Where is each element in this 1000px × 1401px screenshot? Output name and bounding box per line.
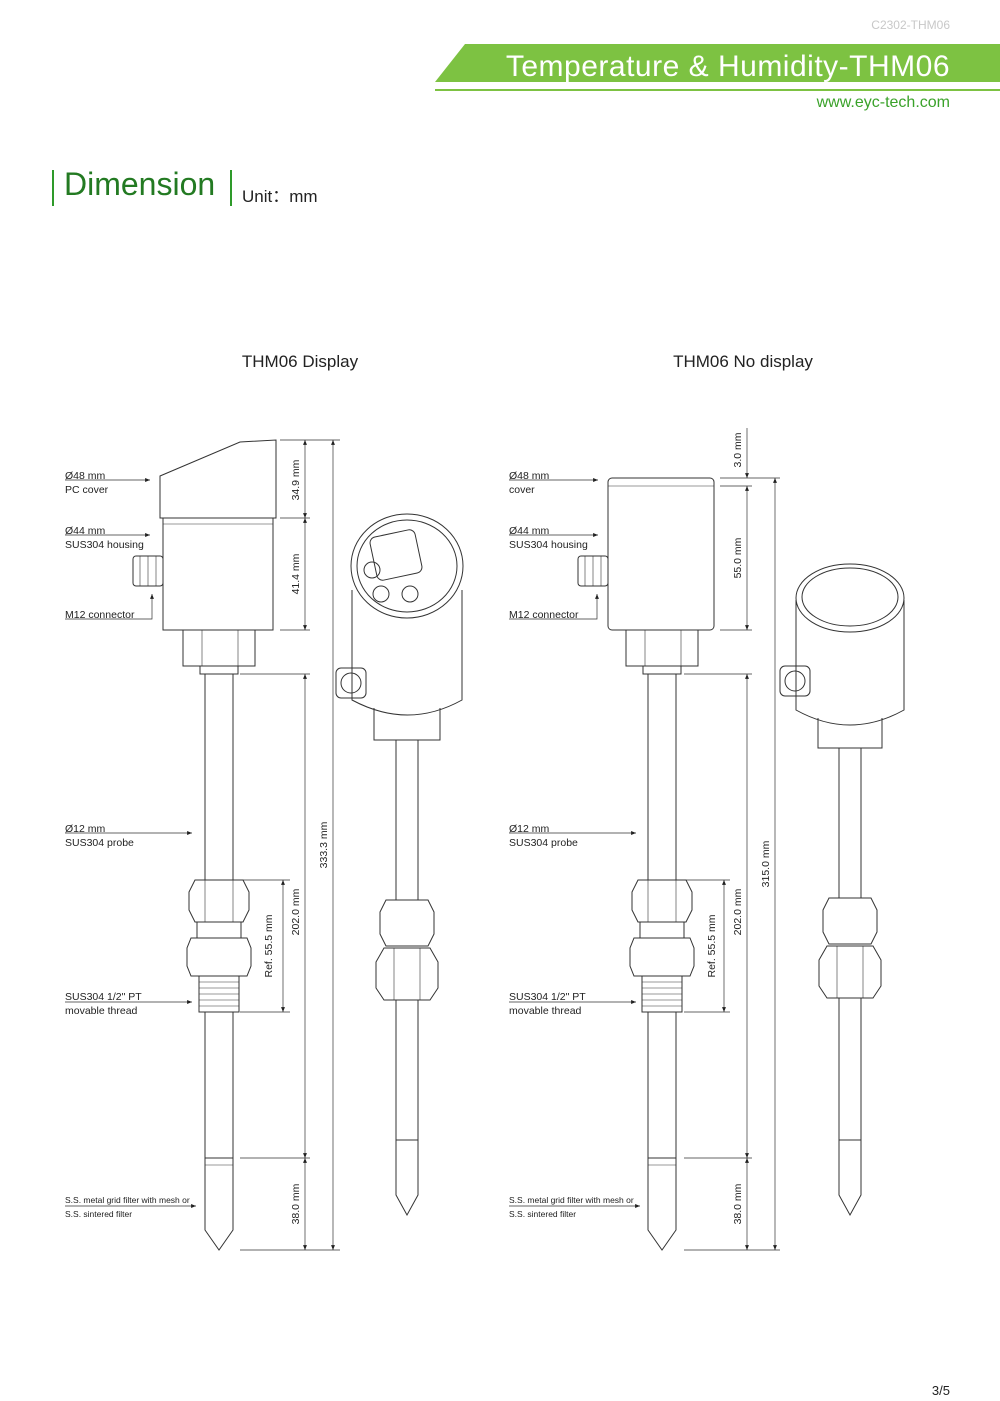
callout-connector: M12 connector [509,609,579,621]
callout-housing-material: SUS304 housing [65,539,144,551]
display-isometric-view [335,513,464,1217]
callout-housing-size: Ø44 mm [509,525,550,537]
dim-housing: 55.0 mm [732,537,744,578]
display-side-view [132,439,277,1251]
section-unit: Unit：mm [242,187,318,206]
no-display-isometric-view [779,563,905,1217]
section-bar-right [230,170,232,206]
callout-housing-material: SUS304 housing [509,539,588,551]
callout-probe-material: SUS304 probe [65,837,134,849]
dim-thread-ref: Ref. 55.5 mm [263,914,275,977]
dim-total: 333.3 mm [318,821,330,868]
callout-housing-size: Ø44 mm [65,525,106,537]
callout-cover-material: PC cover [65,484,109,496]
dim-thread-ref: Ref. 55.5 mm [706,914,718,977]
callout-filter-2: S.S. sintered filter [509,1209,576,1219]
no-display-dimension-lines [684,428,780,1251]
callout-filter-1: S.S. metal grid filter with mesh or [65,1195,190,1205]
no-display-dimension-values: 3.0 mm 55.0 mm 315.0 mm 202.0 mm Ref. 55… [706,432,772,1224]
no-display-callouts: Ø48 mm cover Ø44 mm SUS304 housing M12 c… [509,470,640,1219]
section-bar-left [52,170,54,206]
dim-filter: 38.0 mm [290,1183,302,1224]
no-display-side-view [577,477,715,1251]
display-dimension-values: 34.9 mm 41.4 mm 333.3 mm 202.0 mm Ref. 5… [263,459,330,1224]
callout-thread-spec: SUS304 1/2" PT [65,991,142,1003]
callout-cover-size: Ø48 mm [65,470,106,482]
display-callouts: Ø48 mm PC cover Ø44 mm SUS304 housing M1… [65,470,196,1219]
drawing-title-display: THM06 Display [241,352,359,371]
section-title: Dimension [64,166,216,202]
callout-thread-type: movable thread [509,1005,582,1017]
callout-thread-spec: SUS304 1/2" PT [509,991,586,1003]
callout-cover-material: cover [509,484,535,496]
drawing-title-no-display: THM06 No display [673,352,813,371]
dim-total: 315.0 mm [760,840,772,887]
title-banner [435,44,1000,91]
callout-filter-2: S.S. sintered filter [65,1209,132,1219]
dim-insertion: 202.0 mm [290,888,302,935]
document-code: C2302-THM06 [871,18,950,32]
callout-filter-1: S.S. metal grid filter with mesh or [509,1195,634,1205]
callout-cover-size: Ø48 mm [509,470,550,482]
website-link[interactable]: www.eyc-tech.com [816,94,950,111]
display-dimension-lines [240,439,340,1251]
dim-cover: 34.9 mm [290,459,302,500]
callout-connector: M12 connector [65,609,135,621]
callout-probe-size: Ø12 mm [65,823,106,835]
page-number: 3/5 [931,1383,950,1398]
callout-thread-type: movable thread [65,1005,138,1017]
dim-housing: 41.4 mm [290,553,302,594]
dim-insertion: 202.0 mm [732,888,744,935]
page-title: Temperature & Humidity-THM06 [505,50,950,83]
dim-cap: 3.0 mm [732,432,744,467]
callout-probe-size: Ø12 mm [509,823,550,835]
dim-filter: 38.0 mm [732,1183,744,1224]
callout-probe-material: SUS304 probe [509,837,578,849]
